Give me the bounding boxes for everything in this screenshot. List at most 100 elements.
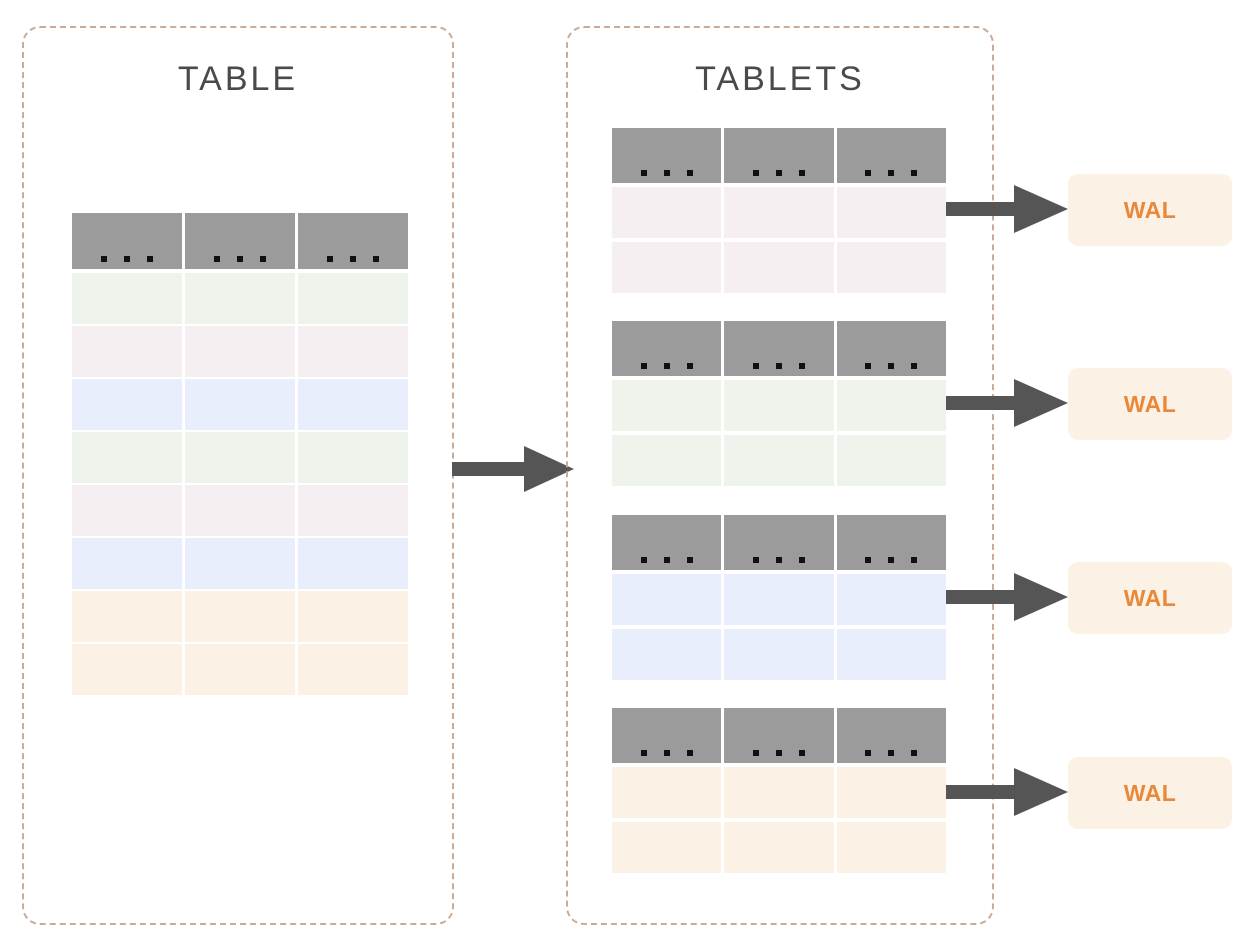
- tablet-row: [612, 767, 946, 818]
- wal-label: WAL: [1123, 196, 1177, 223]
- tablet-cell: [724, 187, 834, 238]
- tablet-cell: [836, 380, 946, 431]
- tablet-cell: [724, 435, 834, 486]
- ellipsis-icon: [865, 750, 918, 756]
- table-cell: [298, 485, 408, 536]
- wal-label: WAL: [1123, 779, 1177, 806]
- table-body: [72, 271, 408, 695]
- tablet-header-cell: [724, 515, 834, 570]
- wal-label: WAL: [1123, 390, 1177, 417]
- tablet-cell: [612, 187, 722, 238]
- wal-label: WAL: [1123, 584, 1177, 611]
- tablet-cell: [836, 767, 946, 818]
- ellipsis-icon: [640, 750, 693, 756]
- tablet-cell: [612, 767, 722, 818]
- tablet-to-wal-arrow-3: [946, 571, 1070, 623]
- tablet-header-cell: [836, 321, 946, 376]
- table-row: [72, 485, 408, 536]
- table-cell: [298, 538, 408, 589]
- table-header-cell: [185, 213, 295, 269]
- tablet-cell: [836, 822, 946, 873]
- table-cell: [72, 326, 182, 377]
- ellipsis-icon: [640, 557, 693, 563]
- table-to-tablets-arrow: [452, 444, 576, 494]
- tablet-header-cell: [612, 708, 722, 763]
- tablet-cell: [612, 242, 722, 293]
- tablet-cell: [612, 822, 722, 873]
- tablet-cell: [836, 435, 946, 486]
- table-cell: [185, 326, 295, 377]
- table-cell: [185, 432, 295, 483]
- table-cell: [185, 273, 295, 324]
- tablet-header-row: [612, 708, 946, 763]
- table-header-row: [72, 213, 408, 269]
- table-cell: [72, 432, 182, 483]
- tablet-cell: [836, 574, 946, 625]
- tablet-3: [612, 515, 946, 680]
- tablet-cell: [836, 242, 946, 293]
- tablet-row: [612, 574, 946, 625]
- table-row: [72, 326, 408, 377]
- tablet-cell: [724, 574, 834, 625]
- tablet-header-cell: [836, 515, 946, 570]
- tablet-cell: [724, 822, 834, 873]
- table-cell: [298, 273, 408, 324]
- tablets-panel-title: TABLETS: [695, 60, 865, 98]
- table-cell: [298, 326, 408, 377]
- ellipsis-icon: [865, 557, 918, 563]
- tablet-to-wal-arrow-2: [946, 377, 1070, 429]
- table-cell: [298, 644, 408, 695]
- tablet-header-cell: [612, 515, 722, 570]
- tablet-row: [612, 629, 946, 680]
- ellipsis-icon: [752, 363, 805, 369]
- tablet-cell: [836, 629, 946, 680]
- table-cell: [185, 591, 295, 642]
- ellipsis-icon: [640, 170, 693, 176]
- tablet-cell: [836, 187, 946, 238]
- table-cell: [185, 644, 295, 695]
- tablet-row: [612, 380, 946, 431]
- tablet-header-cell: [724, 128, 834, 183]
- table-cell: [298, 432, 408, 483]
- table-header-cell: [298, 213, 408, 269]
- table-cell: [185, 379, 295, 430]
- tablet-cell: [724, 629, 834, 680]
- ellipsis-icon: [752, 557, 805, 563]
- tablet-header-row: [612, 321, 946, 376]
- table-cell: [72, 538, 182, 589]
- table-row: [72, 538, 408, 589]
- tablet-cell: [612, 380, 722, 431]
- tablet-4: [612, 708, 946, 873]
- tablet-to-wal-arrow-4: [946, 766, 1070, 818]
- ellipsis-icon: [865, 170, 918, 176]
- tablet-cell: [612, 574, 722, 625]
- tablet-header-cell: [724, 708, 834, 763]
- table-cell: [298, 591, 408, 642]
- tablet-header-cell: [612, 321, 722, 376]
- table-row: [72, 432, 408, 483]
- table-cell: [72, 273, 182, 324]
- tablet-header-cell: [836, 708, 946, 763]
- table-row: [72, 591, 408, 642]
- tablet-header-row: [612, 128, 946, 183]
- tablet-row: [612, 187, 946, 238]
- table-row: [72, 644, 408, 695]
- table-cell: [72, 591, 182, 642]
- table-row: [72, 273, 408, 324]
- tablet-cell: [612, 435, 722, 486]
- ellipsis-icon: [101, 256, 153, 262]
- ellipsis-icon: [214, 256, 266, 262]
- ellipsis-icon: [865, 363, 918, 369]
- table-cell: [72, 644, 182, 695]
- ellipsis-icon: [327, 256, 379, 262]
- tablet-to-wal-arrow-1: [946, 183, 1070, 235]
- ellipsis-icon: [640, 363, 693, 369]
- wal-box-4: WAL: [1068, 757, 1232, 829]
- table-cell: [72, 379, 182, 430]
- tablet-header-cell: [836, 128, 946, 183]
- wal-box-1: WAL: [1068, 174, 1232, 246]
- table-cell: [185, 538, 295, 589]
- table-header-cell: [72, 213, 182, 269]
- table-cell: [72, 485, 182, 536]
